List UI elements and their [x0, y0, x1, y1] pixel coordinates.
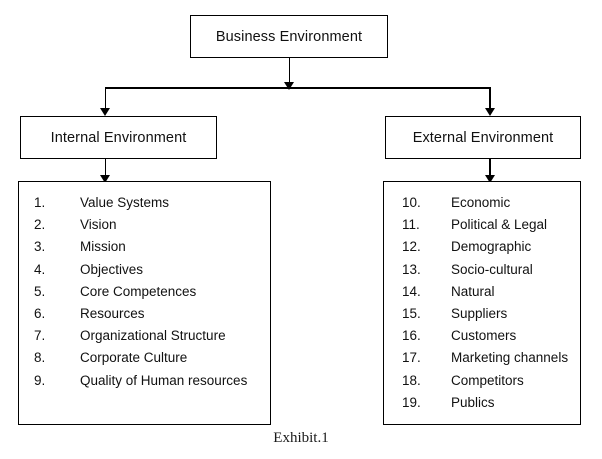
internal-factor-item-label: Objectives — [80, 261, 144, 277]
list-item: 1. Value Systems — [19, 192, 270, 214]
arrowhead-to-external-icon — [484, 108, 495, 116]
external-factor-item-number: 14. — [402, 283, 421, 299]
internal-factor-item-label: Quality of Human resources — [80, 372, 248, 388]
connector-to-internal — [104, 87, 107, 111]
internal-factor-item-label: Core Competences — [80, 283, 197, 299]
internal-factor-item-number: 4. — [34, 261, 46, 277]
external-factor-item-number: 17. — [402, 350, 421, 366]
internal-factor-item-number: 3. — [34, 239, 46, 255]
internal-factor-item-number: 9. — [34, 372, 46, 388]
external-factors-list: 10. Economic 11. Political & Legal 12. Demogr… — [384, 182, 580, 414]
internal-factor-item-number: 1. — [34, 195, 46, 210]
connector-root-trunk — [288, 58, 291, 88]
internal-factor-item-number: 7. — [34, 328, 46, 344]
external-factor-item-number: 19. — [402, 394, 421, 410]
external-factor-item-label: Economic — [451, 195, 511, 210]
node-external-environment: External Environment — [385, 116, 581, 159]
internal-factor-item-number: 8. — [34, 350, 46, 366]
node-business-environment-label: Business Environment — [215, 28, 363, 45]
external-factor-item-label: Socio-cultural — [451, 261, 533, 277]
arrowhead-root-trunk-icon — [284, 82, 294, 90]
list-item: 16. Customers — [384, 325, 580, 347]
list-item: 7. Organizational Structure — [19, 325, 270, 347]
external-factor-item-label: Natural — [451, 283, 495, 299]
list-item: 9. Quality of Human resources — [19, 370, 270, 392]
list-item: 18. Competitors — [384, 370, 580, 392]
arrowhead-external-to-list-icon — [484, 175, 495, 183]
figure-caption: Exhibit.1 — [273, 430, 329, 446]
list-item: 19. Publics — [384, 392, 580, 414]
internal-factor-item-number: 2. — [34, 217, 46, 233]
arrowhead-to-internal-icon — [100, 108, 110, 116]
external-factor-item-label: Suppliers — [451, 306, 508, 322]
external-factor-item-label: Competitors — [451, 372, 524, 388]
connector-external-to-list — [489, 159, 491, 181]
external-factor-item-label: Political & Legal — [451, 217, 548, 233]
external-factor-item-label: Customers — [451, 328, 517, 344]
internal-factors-panel: 1. Value Systems 2. Vision 3. Mission 4. Object… — [18, 181, 271, 425]
internal-factor-item-label: Value Systems — [80, 195, 170, 210]
node-external-environment-label: External Environment — [412, 129, 554, 146]
list-item: 6. Resources — [19, 303, 270, 325]
external-factor-item-label: Marketing channels — [451, 350, 569, 366]
external-factor-item-number: 11. — [402, 217, 420, 233]
list-item: 10. Economic — [384, 192, 580, 214]
external-factor-item-label: Demographic — [451, 239, 532, 255]
external-factor-item-number: 16. — [402, 328, 421, 344]
internal-factor-item-label: Organizational Structure — [80, 328, 226, 344]
external-factors-panel: 10. Economic 11. Political & Legal 12. Demogr… — [383, 181, 581, 425]
external-factor-item-number: 12. — [402, 239, 421, 255]
internal-factor-item-number: 6. — [34, 306, 46, 322]
list-item: 15. Suppliers — [384, 303, 580, 325]
internal-factor-item-label: Mission — [80, 239, 126, 255]
list-item: 11. Political & Legal — [384, 214, 580, 236]
internal-factor-item-label: Corporate Culture — [80, 350, 188, 366]
internal-factor-item-number: 5. — [34, 283, 46, 299]
internal-factor-item-label: Resources — [80, 306, 145, 322]
node-internal-environment: Internal Environment — [20, 116, 217, 159]
list-item: 4. Objectives — [19, 259, 270, 281]
list-item: 5. Core Competences — [19, 281, 270, 303]
external-factor-item-number: 13. — [402, 261, 421, 277]
external-factor-item-label: Publics — [451, 394, 495, 410]
internal-factors-list: 1. Value Systems 2. Vision 3. Mission 4. Object… — [19, 182, 270, 392]
connector-branch-bar — [105, 87, 490, 89]
list-item: 14. Natural — [384, 281, 580, 303]
list-item: 13. Socio-cultural — [384, 259, 580, 281]
arrowhead-internal-to-list-icon — [100, 175, 110, 183]
external-factor-item-number: 18. — [402, 372, 421, 388]
external-factor-item-number: 10. — [402, 195, 421, 210]
connector-internal-to-list — [104, 159, 107, 181]
external-factor-item-number: 15. — [402, 306, 421, 322]
connector-to-external — [489, 87, 491, 111]
list-item: 2. Vision — [19, 214, 270, 236]
internal-factor-item-label: Vision — [80, 217, 117, 233]
list-item: 8. Corporate Culture — [19, 347, 270, 369]
node-business-environment: Business Environment — [190, 15, 388, 58]
list-item: 17. Marketing channels — [384, 347, 580, 369]
list-item: 3. Mission — [19, 236, 270, 258]
list-item: 12. Demographic — [384, 236, 580, 258]
node-internal-environment-label: Internal Environment — [50, 129, 187, 146]
